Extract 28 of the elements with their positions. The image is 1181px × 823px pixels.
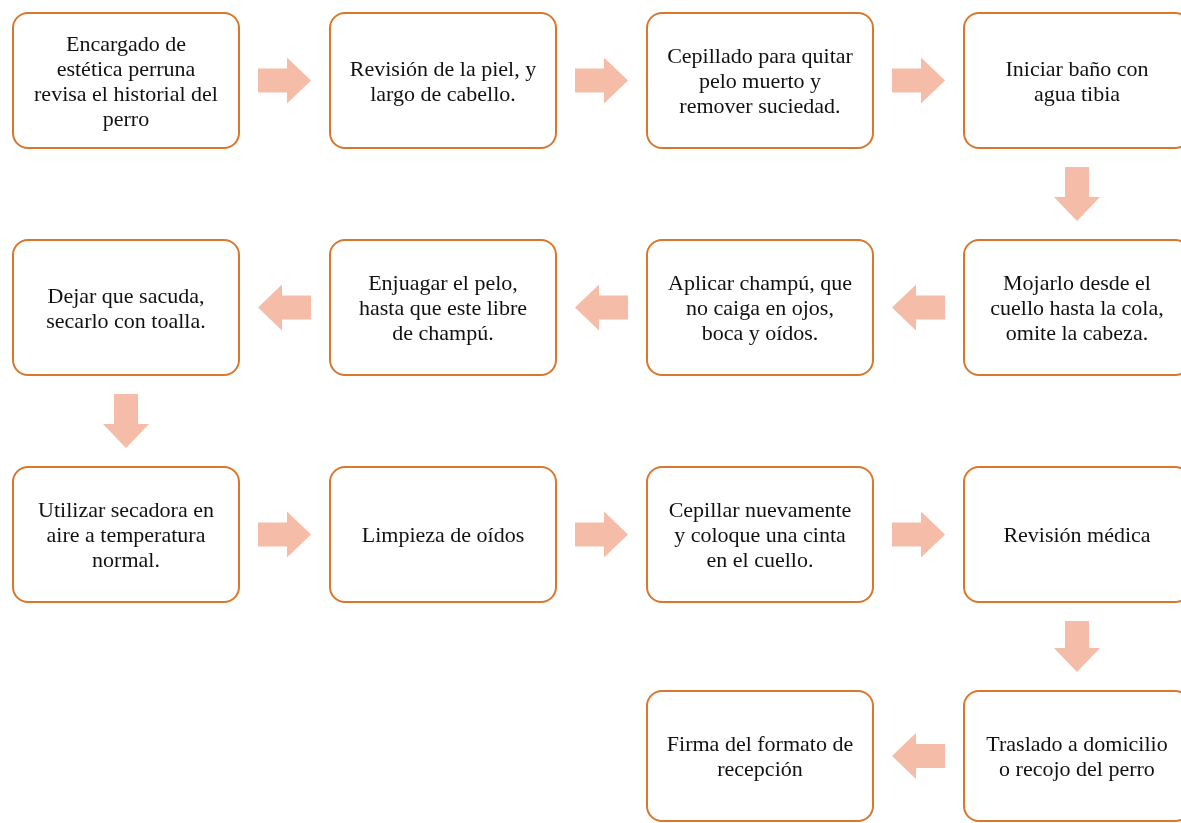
step-text: Cepillar nuevamente y coloque una cinta en el cuello. <box>667 497 853 572</box>
step-text: Iniciar baño con agua tibia <box>1004 55 1150 106</box>
process-box <box>646 466 874 603</box>
process-box <box>646 12 874 149</box>
process-box <box>12 239 240 376</box>
step-text: Dejar que sacuda, secarlo con toalla. <box>45 282 207 333</box>
step-text: Cepillado para quitar pelo muerto y remover suciedad. <box>666 43 854 118</box>
process-box <box>963 12 1181 149</box>
step-text: Revisión de la piel, y largo de cabello. <box>349 55 537 106</box>
step-text: Enjuagar el pelo, hasta que este libre de champú. <box>358 270 528 345</box>
process-box <box>329 239 557 376</box>
step-text: Utilizar secadora en aire a temperatura normal. <box>37 497 215 572</box>
process-box <box>646 690 874 822</box>
process-box <box>963 690 1181 822</box>
process-box <box>329 12 557 149</box>
process-box <box>12 12 240 149</box>
step-text: Limpieza de oídos <box>361 522 525 547</box>
process-box <box>963 466 1181 603</box>
process-box <box>646 239 874 376</box>
process-box <box>12 466 240 603</box>
process-box <box>329 466 557 603</box>
step-text: Firma del formato de recepción <box>666 731 854 781</box>
step-text: Mojarlo desde el cuello hasta la cola, omite la cabeza. <box>989 270 1165 345</box>
process-box <box>963 239 1181 376</box>
step-text: Aplicar champú, que no caiga en ojos, boca y oídos. <box>667 270 853 345</box>
step-text: Encargado de estética perruna revisa el historial del perro <box>33 30 219 131</box>
step-text: Traslado a domicilio o recojo del perro <box>985 731 1169 781</box>
step-text: Revisión médica <box>1003 522 1151 547</box>
